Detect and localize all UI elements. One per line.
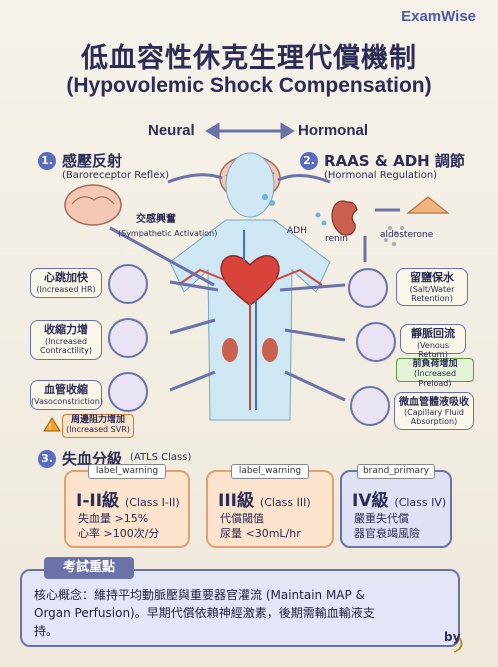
- vasoconstriction-zh: 血管收縮: [44, 383, 88, 396]
- class-card-2-label: label_warning: [231, 464, 309, 479]
- sympathetic-en: (Sympathetic Activation): [118, 229, 218, 238]
- vessel-icon: [108, 372, 148, 412]
- section-1-number: 1.: [38, 152, 56, 170]
- section-3-subtitle: (ATLS Class): [130, 452, 192, 463]
- capillary-zh: 微血管體液吸收: [399, 397, 469, 408]
- adrenal-gland-icon: [406, 196, 450, 214]
- class-card-2-line2: 尿量 <30mL/hr: [220, 527, 301, 540]
- class-card-3-name: IV級: [352, 491, 389, 511]
- capillary-icon: [350, 386, 390, 426]
- class-card-2-title: III級 (Class III): [218, 486, 311, 511]
- svr-zh: 周邊阻力增加: [70, 415, 125, 425]
- vasoconstriction-box: 血管收縮 (Vasoconstriction): [30, 380, 103, 410]
- svg-text:!: !: [49, 422, 52, 432]
- hormonal-label: Hormonal: [298, 122, 369, 139]
- venous-return-en: (Venous Return): [416, 341, 450, 359]
- class-card-3-title: IV級 (Class IV): [352, 486, 446, 511]
- class-card-3-en: (Class IV): [394, 496, 447, 509]
- section-3-number: 3.: [38, 450, 56, 468]
- neural-label: Neural: [148, 122, 195, 139]
- class-card-2: label_warning III級 (Class III) 代償閾值 尿量 <…: [206, 464, 334, 548]
- salt-water-en: (Salt/Water Retention): [409, 285, 455, 303]
- svr-box: 周邊阻力增加 (Increased SVR): [62, 414, 134, 438]
- class-card-3-label: brand_primary: [357, 464, 435, 479]
- class-card-1-line1: 失血量 >15%: [78, 512, 149, 525]
- double-arrow-icon: [205, 122, 295, 140]
- capillary-en: (Capillary Fluid Absorption): [403, 408, 465, 426]
- brand-logo: ExamWise: [401, 8, 476, 25]
- flow-arrows: [109, 173, 400, 402]
- class-card-1-title: I-II級 (Class I-II): [76, 486, 180, 511]
- class-card-2-name: III級: [218, 491, 254, 511]
- venous-return-box: 靜脈回流 (Venous Return): [400, 324, 466, 359]
- increased-hr-box: 心跳加快 (Increased HR): [30, 268, 102, 298]
- contractility-box: 收縮力增 (Increased Contractility): [30, 320, 102, 360]
- section-2-number: 2.: [300, 152, 318, 170]
- baroreceptor-brain-icon: [64, 184, 122, 226]
- exam-body: 核心概念：維持平均動脈壓與重要器官灌流 (Maintain MAP & Orga…: [34, 588, 375, 638]
- preload-zh: 前負荷增加: [412, 359, 458, 369]
- sympathetic-label: 交感興奮: [136, 214, 176, 225]
- class-card-3-line2: 器官衰竭風險: [354, 527, 420, 540]
- section-3-title: 失血分級: [62, 450, 123, 468]
- contractility-en: (Increased Contractility): [39, 337, 93, 355]
- arteries: [177, 268, 323, 410]
- veins: [243, 230, 257, 410]
- water-drop-icons: [262, 194, 327, 226]
- renin-label: renin: [325, 234, 348, 244]
- section-2-subtitle: (Hormonal Regulation): [324, 170, 438, 181]
- page-title: 低血容性休克生理代償機制: [81, 43, 417, 74]
- body-kidney-icon: [222, 338, 278, 362]
- contractility-zh: 收縮力增: [44, 323, 88, 336]
- aldosterone-label: aldosterone: [380, 230, 434, 240]
- class-card-3-line1: 嚴重失代償: [354, 512, 409, 525]
- class-card-1-line2: 心率 >100次/分: [78, 527, 160, 540]
- by-label: by: [444, 630, 461, 644]
- banana-icon: [453, 637, 463, 653]
- salt-water-box: 留鹽保水 (Salt/Water Retention): [396, 268, 468, 306]
- aldosterone-dots-icon: [384, 226, 404, 246]
- class-card-1: label_warning I-II級 (Class I-II) 失血量 >15…: [64, 464, 190, 548]
- class-card-1-label: label_warning: [88, 464, 166, 479]
- section-2-title: RAAS & ADH 調節: [324, 152, 465, 170]
- vein-icon: [356, 322, 396, 362]
- exam-box: [20, 569, 460, 647]
- exam-title: 考試重點: [44, 557, 134, 579]
- svr-en: (Increased SVR): [66, 425, 130, 434]
- muscle-icon: [108, 318, 148, 358]
- capillary-box: 微血管體液吸收 (Capillary Fluid Absorption): [394, 392, 474, 430]
- section-1-title: 感壓反射: [62, 152, 123, 170]
- increased-hr-zh: 心跳加快: [44, 271, 88, 284]
- increased-hr-en: (Increased HR): [36, 285, 96, 294]
- vasoconstriction-en: (Vasoconstriction): [31, 397, 103, 406]
- urinary-icon: [348, 268, 388, 308]
- venous-return-zh: 靜脈回流: [411, 327, 455, 340]
- class-card-2-line1: 代償閾值: [220, 512, 264, 525]
- adh-label: ADH: [287, 226, 307, 236]
- section-1-subtitle: (Baroreceptor Reflex): [62, 170, 170, 181]
- warning-icon: !: [43, 417, 61, 432]
- page-subtitle: (Hypovolemic Shock Compensation): [66, 74, 432, 97]
- class-card-1-name: I-II級: [76, 491, 120, 511]
- class-card-2-en: (Class III): [259, 496, 311, 509]
- heart-rate-icon: [108, 264, 148, 304]
- class-card-3: brand_primary IV級 (Class IV) 嚴重失代償 器官衰竭風…: [340, 464, 452, 548]
- kidney-icon: [331, 200, 358, 236]
- class-card-1-en: (Class I-II): [124, 496, 180, 509]
- preload-box: 前負荷增加 (Increased Preload): [396, 358, 474, 388]
- preload-en: (Increased Preload): [413, 369, 457, 388]
- salt-water-zh: 留鹽保水: [410, 271, 454, 284]
